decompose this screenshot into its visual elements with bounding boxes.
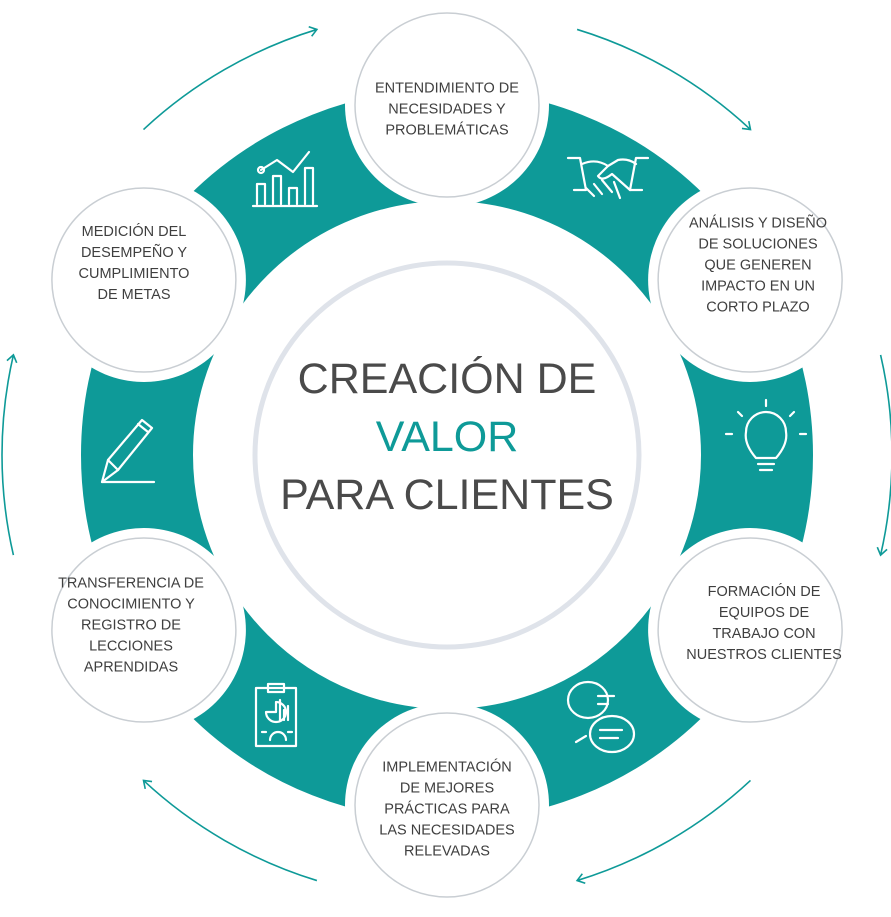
lightbulb-icon-path <box>736 410 744 418</box>
step-5-label: TRANSFERENCIA DE CONOCIMIENTO Y REGISTRO… <box>58 575 204 676</box>
cycle-arrow-6 <box>1 353 18 556</box>
cycle-arrow-5 <box>142 779 318 882</box>
center-title-line3: PARA CLIENTES <box>280 471 614 519</box>
handshake-icon-path <box>566 156 588 192</box>
lightbulb-icon <box>724 398 808 472</box>
growth-chart-icon-path <box>256 165 266 175</box>
cycle-arrow-4 <box>575 779 752 885</box>
step-6-label: MEDICIÓN DEL DESEMPEÑO Y CUMPLIMIENTO DE… <box>78 224 190 303</box>
lightbulb-icon-path <box>744 410 788 460</box>
chat-bubbles-icon-path <box>574 734 588 744</box>
handshake-icon-path <box>596 164 632 192</box>
pencil-icon-path <box>100 418 154 484</box>
step-circle-2 <box>657 187 843 373</box>
growth-chart-icon-path <box>271 174 283 206</box>
pencil-icon <box>100 418 156 484</box>
chat-bubbles-icon-path <box>598 728 624 740</box>
clipboard-report-icon-path <box>278 698 290 722</box>
growth-chart-icon-path <box>287 186 299 206</box>
growth-chart-icon-path <box>303 166 315 206</box>
handshake-icon-path <box>628 156 650 192</box>
clipboard-report-icon <box>254 682 298 748</box>
handshake-icon-path <box>580 158 638 168</box>
handshake-icon <box>566 156 650 200</box>
chat-bubbles-icon-path <box>566 680 610 720</box>
chat-bubbles-icon-path <box>588 714 636 754</box>
growth-chart-icon <box>251 150 319 208</box>
handshake-icon-path <box>584 178 622 200</box>
center-title-line2: VALOR <box>375 413 519 461</box>
step-circle-6 <box>51 187 237 373</box>
clipboard-report-icon-path <box>268 730 288 742</box>
chat-bubbles-icon-path <box>596 694 616 706</box>
clipboard-report-icon-path <box>266 682 286 694</box>
growth-chart-icon-path <box>255 182 267 206</box>
center-circle <box>252 260 642 650</box>
step-circle-4 <box>354 712 540 898</box>
step-circle-3 <box>657 537 843 723</box>
step-4-label: IMPLEMENTACIÓN DE MEJORES PRÁCTICAS PARA… <box>379 759 515 860</box>
clipboard-report-icon-path <box>254 686 298 748</box>
center-title: CREACIÓN DE VALOR PARA CLIENTES <box>247 350 647 524</box>
cycle-arrow-3 <box>876 354 891 557</box>
step-circle-5 <box>51 537 237 723</box>
pencil-icon-path <box>136 422 150 434</box>
growth-chart-icon-path <box>259 150 311 174</box>
step-1-label: ENTENDIMIENTO DE NECESIDADES Y PROBLEMÁT… <box>375 80 519 139</box>
step-2-label: ANÁLISIS Y DISEÑO DE SOLUCIONES QUE GENE… <box>688 215 828 316</box>
cycle-arrow-2 <box>576 28 752 131</box>
pencil-icon-path <box>106 458 120 472</box>
center-title-line1: CREACIÓN DE <box>297 355 597 403</box>
step-circle-1 <box>354 12 540 198</box>
lightbulb-icon-path <box>788 410 796 418</box>
step-3-label: FORMACIÓN DE EQUIPOS DE TRABAJO CON NUES… <box>686 584 842 663</box>
chat-bubbles-icon <box>566 680 636 754</box>
cycle-arrow-1 <box>142 25 319 131</box>
